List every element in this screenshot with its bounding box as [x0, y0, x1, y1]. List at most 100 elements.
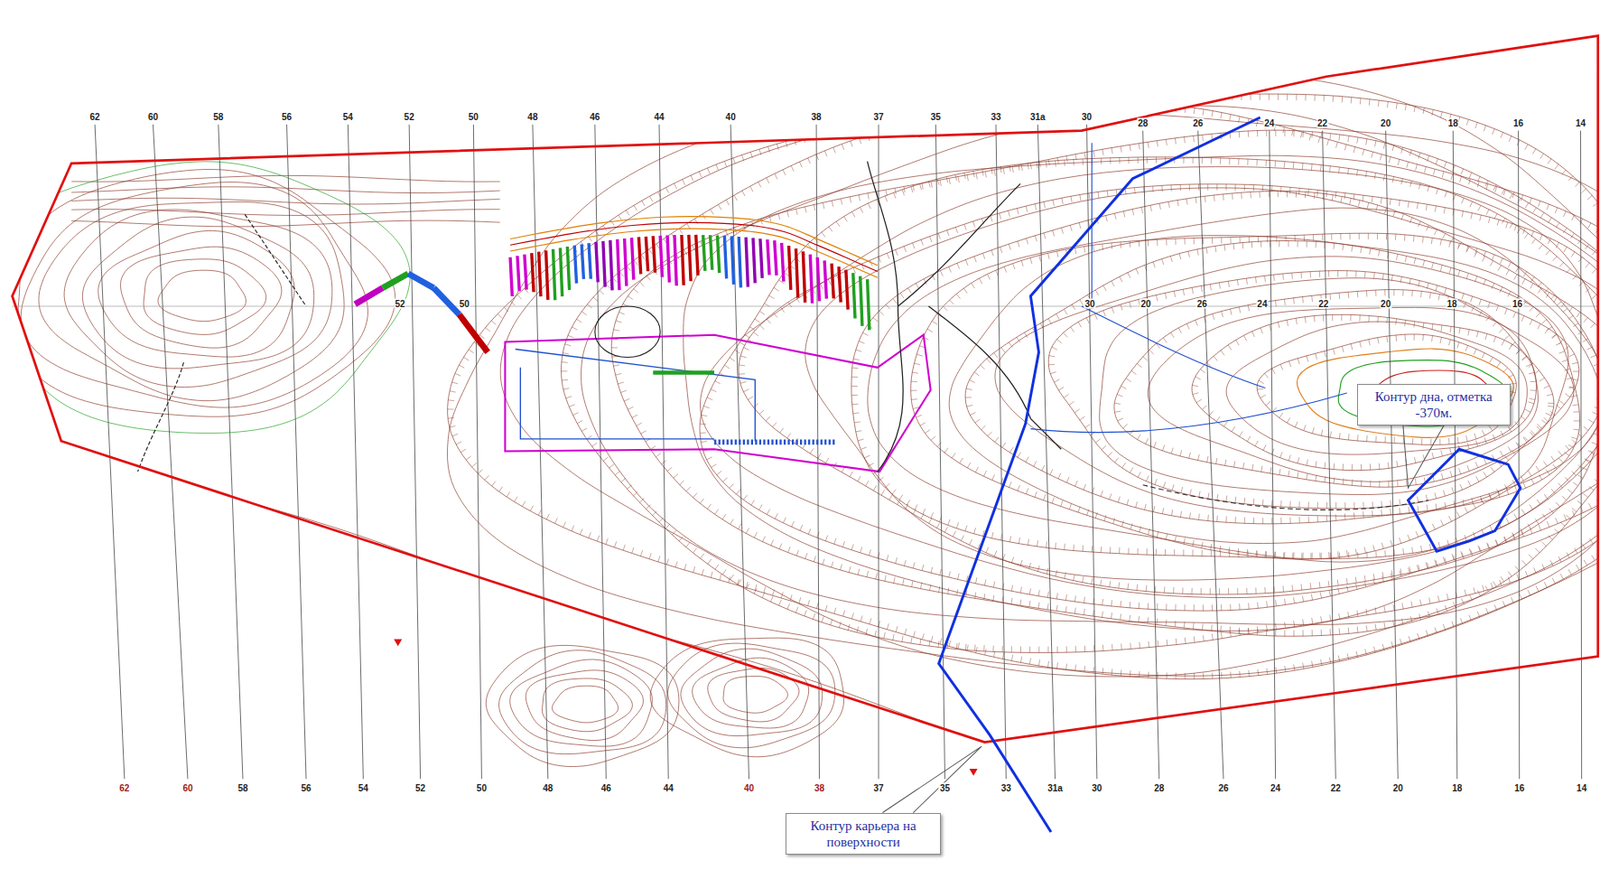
ore-drift — [753, 237, 755, 283]
ore-drift — [802, 251, 805, 302]
slope-contour — [40, 478, 1021, 791]
section-number: 31а — [1029, 111, 1047, 121]
section-number: 50 — [467, 111, 480, 121]
section-line — [1322, 130, 1337, 780]
section-number: 30 — [1080, 111, 1093, 121]
ore-drift — [624, 238, 627, 287]
dump-contour — [82, 216, 314, 369]
section-number: 48 — [526, 111, 539, 121]
section-number: 48 — [541, 782, 554, 793]
section-number: 24 — [1269, 782, 1282, 793]
section-line — [878, 124, 880, 779]
pond — [595, 306, 661, 358]
section-number: 35 — [939, 782, 951, 793]
section-number: 52 — [414, 782, 427, 793]
bench-contour — [1256, 334, 1517, 445]
section-number: 20 — [1379, 117, 1392, 128]
slope-contour — [40, 490, 1021, 806]
bench-hatch — [699, 157, 1600, 611]
bench-contour — [683, 155, 1600, 631]
section-number: 16 — [1512, 117, 1525, 128]
slope-contour — [40, 608, 1021, 879]
ore-drift — [688, 234, 691, 281]
slope-contour — [40, 662, 1021, 879]
section-number: 46 — [600, 782, 613, 793]
ore-drift — [581, 243, 584, 280]
ore-drift — [703, 234, 706, 271]
slope-contour — [40, 439, 1021, 755]
dump-contour — [650, 637, 844, 757]
section-number: 30 — [1090, 782, 1103, 793]
pit-bottom-contour — [1408, 448, 1521, 551]
dump-contour — [485, 644, 680, 766]
slope-contour — [71, 220, 501, 227]
section-number: 28 — [1153, 782, 1165, 793]
section-line — [287, 124, 307, 779]
section-number: 38 — [810, 111, 823, 121]
ore-drift — [531, 252, 534, 292]
section-number: 20 — [1140, 297, 1153, 308]
section-number: 58 — [212, 111, 224, 121]
ore-drift — [610, 240, 613, 291]
bench-hatch — [911, 232, 1600, 559]
bench-contour — [700, 167, 1600, 598]
section-line — [1518, 130, 1520, 780]
section-number: 60 — [147, 111, 159, 121]
section-number: 56 — [299, 782, 312, 793]
bench-hatch — [1256, 334, 1517, 446]
ore-drift — [710, 234, 713, 270]
ore-drift — [853, 272, 856, 318]
slope-contour — [71, 197, 501, 205]
section-number: 40 — [725, 111, 737, 121]
ore-drift — [553, 249, 556, 300]
bench-hatch — [1191, 314, 1536, 470]
dump-contour — [0, 161, 410, 434]
bench-hatch — [561, 101, 1600, 652]
section-line — [816, 124, 819, 779]
haulage-drift — [510, 222, 878, 271]
ore-drift — [559, 247, 562, 297]
bench-contour — [911, 232, 1600, 559]
bench-hatch — [447, 93, 1600, 680]
section-number: 40 — [743, 782, 755, 793]
ore-drift — [696, 234, 698, 276]
haulage-drift — [510, 216, 878, 266]
mine-workings — [138, 142, 1430, 510]
dump-contour — [38, 202, 345, 401]
section-number: 26 — [1217, 782, 1229, 793]
contour-lines — [0, 71, 1600, 879]
section-number: 38 — [813, 782, 826, 793]
section-number: 44 — [652, 111, 665, 121]
ore-drift — [408, 273, 434, 289]
section-number: 31а — [1046, 782, 1064, 793]
ore-drift — [645, 236, 648, 271]
section-number: 62 — [118, 782, 131, 793]
callout-text: Контур дна, отметка -370м. — [1364, 388, 1504, 421]
section-number: 37 — [872, 111, 884, 121]
ore-drift — [846, 269, 848, 310]
section-number: 14 — [1575, 782, 1588, 793]
dump-contours — [485, 637, 844, 766]
section-line — [1037, 124, 1055, 779]
ore-drift — [789, 245, 791, 290]
ore-drift — [588, 242, 591, 280]
ore-drift — [716, 235, 719, 274]
section-number: 18 — [1447, 117, 1460, 128]
dump-contour — [525, 669, 643, 741]
ore-drift — [595, 241, 598, 282]
slope-contour — [40, 565, 1021, 875]
section-number: 26 — [1196, 297, 1209, 308]
section-line — [1198, 130, 1224, 780]
callout-leader — [1403, 425, 1444, 488]
section-number: 22 — [1316, 117, 1329, 128]
slope-contour — [40, 540, 1021, 854]
section-number: 20 — [1392, 782, 1405, 793]
section-line — [153, 124, 188, 779]
bench-hatch — [611, 130, 1600, 636]
section-number: 52 — [393, 297, 406, 308]
callout-text: Контур карьера на поверхности — [792, 817, 934, 850]
ore-drift — [660, 235, 662, 278]
section-number: 46 — [588, 111, 601, 121]
section-number: 52 — [403, 111, 416, 121]
